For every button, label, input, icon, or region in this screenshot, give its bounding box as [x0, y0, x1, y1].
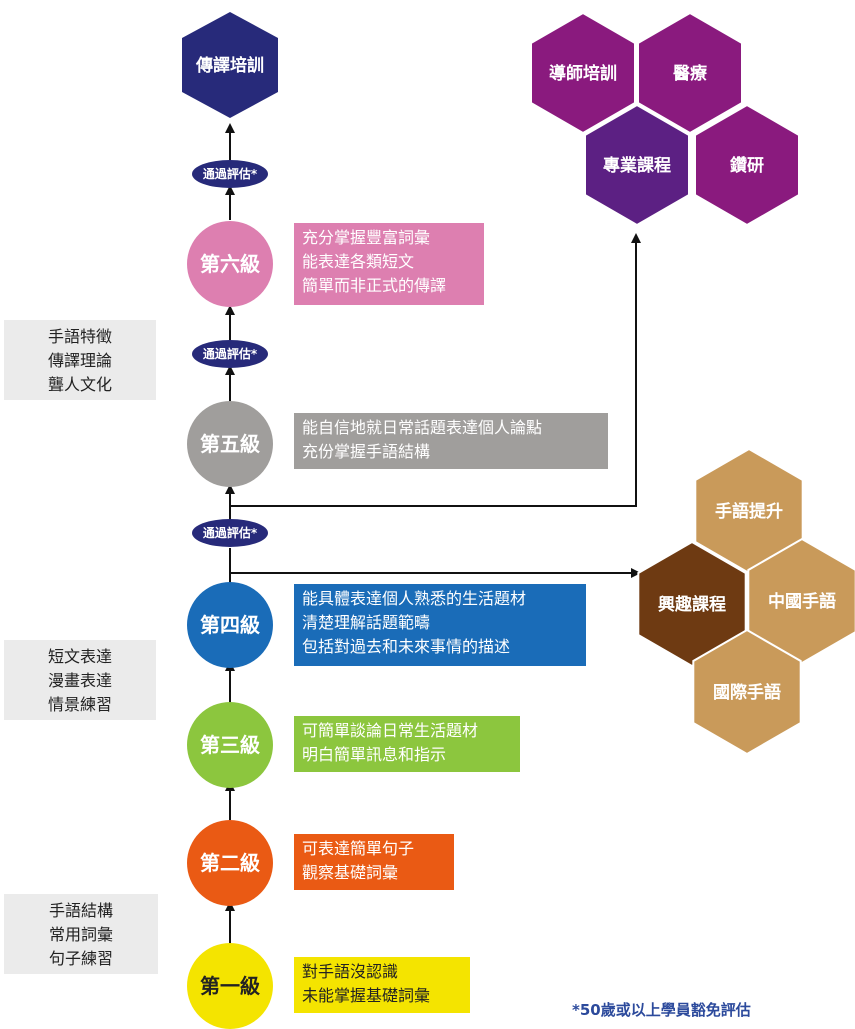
side-box-line: 聾人文化 [48, 375, 112, 394]
connector-lines [225, 123, 641, 945]
level-label: 第六級 [200, 252, 260, 276]
pass-badge-label: 通過評估* [203, 525, 258, 540]
level-desc-line: 充份掌握手語結構 [302, 442, 430, 461]
level-desc-line: 能自信地就日常話題表達個人論點 [302, 418, 542, 437]
level-label: 第一級 [200, 974, 260, 998]
level-circle [187, 702, 273, 788]
hexagon-label: 中國手語 [768, 591, 836, 612]
level-desc-line: 未能掌握基礎詞彙 [302, 986, 430, 1005]
side-box-line: 句子練習 [49, 949, 113, 968]
hex-interest: 興趣課程 [637, 540, 747, 668]
level-desc-line: 明白簡單訊息和指示 [302, 745, 446, 764]
level-desc-box [294, 957, 470, 1013]
pass-badge-bottom: 通過評估* [192, 519, 268, 547]
hex-mentor: 導師培訓 [530, 11, 636, 135]
level-desc-line: 包括對過去和未來事情的描述 [302, 637, 510, 656]
hexagon-shape [692, 628, 802, 756]
side-box-line: 傳譯理論 [48, 351, 112, 370]
level-label: 第五級 [200, 432, 260, 456]
level-desc-line: 能表達各類短文 [302, 252, 414, 271]
level-desc-line: 能具體表達個人熟悉的生活題材 [302, 589, 526, 608]
level-desc-line: 清楚理解話題範疇 [302, 613, 430, 632]
footnote-age-exemption: *50歲或以上學員豁免評估 [572, 1001, 751, 1019]
hexagon-shape [637, 540, 747, 668]
level-label: 第二級 [200, 851, 260, 875]
level-desc-box [294, 834, 454, 890]
side-box-line: 常用詞彙 [49, 925, 113, 944]
hexagon-shape [584, 103, 690, 227]
hexagon-label: 專業課程 [603, 155, 671, 176]
level-desc-box [294, 413, 608, 469]
hex-china: 中國手語 [747, 537, 855, 665]
hexagon-shape [530, 11, 636, 135]
level-desc-line: 觀察基礎詞彙 [302, 863, 398, 882]
level-desc-line: 對手語沒認識 [302, 962, 398, 981]
level-desc-box [294, 584, 586, 666]
side-box-line: 漫畫表達 [48, 671, 112, 690]
level-desc-line: 簡單而非正式的傳譯 [302, 276, 446, 295]
hexagon-label: 國際手語 [713, 682, 781, 703]
hexagon-label: 導師培訓 [549, 63, 617, 84]
hexagon-label: 手語提升 [715, 501, 783, 522]
pass-badge-middle: 通過評估* [192, 340, 268, 368]
side-box-line: 情景練習 [48, 695, 112, 714]
hex-improve: 手語提升 [694, 447, 804, 575]
hex-intl: 國際手語 [692, 628, 802, 756]
pass-badge-label: 通過評估* [203, 166, 258, 181]
hex-research: 鑽研 [694, 103, 800, 227]
side-box-line: 短文表達 [48, 647, 112, 666]
level-desc-line: 充分掌握豐富詞彙 [302, 228, 430, 247]
top-node-label: 傳譯培訓 [195, 55, 264, 76]
hex-medical: 醫療 [637, 11, 743, 135]
level-desc-box [294, 716, 520, 772]
pass-badge-top: 通過評估* [192, 160, 268, 188]
top-node-interpretation-training: 傳譯培訓 [182, 12, 278, 118]
hexagon-label: 醫療 [673, 63, 708, 84]
hexagon-shape [747, 537, 855, 665]
arrow-to-professional-courses [230, 233, 641, 507]
level-label: 第三級 [200, 733, 260, 757]
side-box-line: 手語結構 [49, 901, 113, 920]
level-circle [187, 401, 273, 487]
level-desc-line: 可表達簡單句子 [302, 839, 414, 858]
level-circle [187, 582, 273, 668]
level-circle [187, 221, 273, 307]
side-box-line: 手語特徵 [48, 327, 112, 346]
level-circle [187, 943, 273, 1029]
level-desc-line: 可簡單談論日常生活題材 [302, 721, 478, 740]
level-desc-box [294, 223, 484, 305]
level-circle [187, 820, 273, 906]
pass-badge-label: 通過評估* [203, 346, 258, 361]
hexagon-shape [637, 11, 743, 135]
hexagon-label: 興趣課程 [658, 594, 726, 615]
level-label: 第四級 [200, 613, 260, 637]
hexagon-label: 鑽研 [730, 155, 764, 176]
hex-pro: 專業課程 [584, 103, 690, 227]
hexagon-shape [694, 103, 800, 227]
